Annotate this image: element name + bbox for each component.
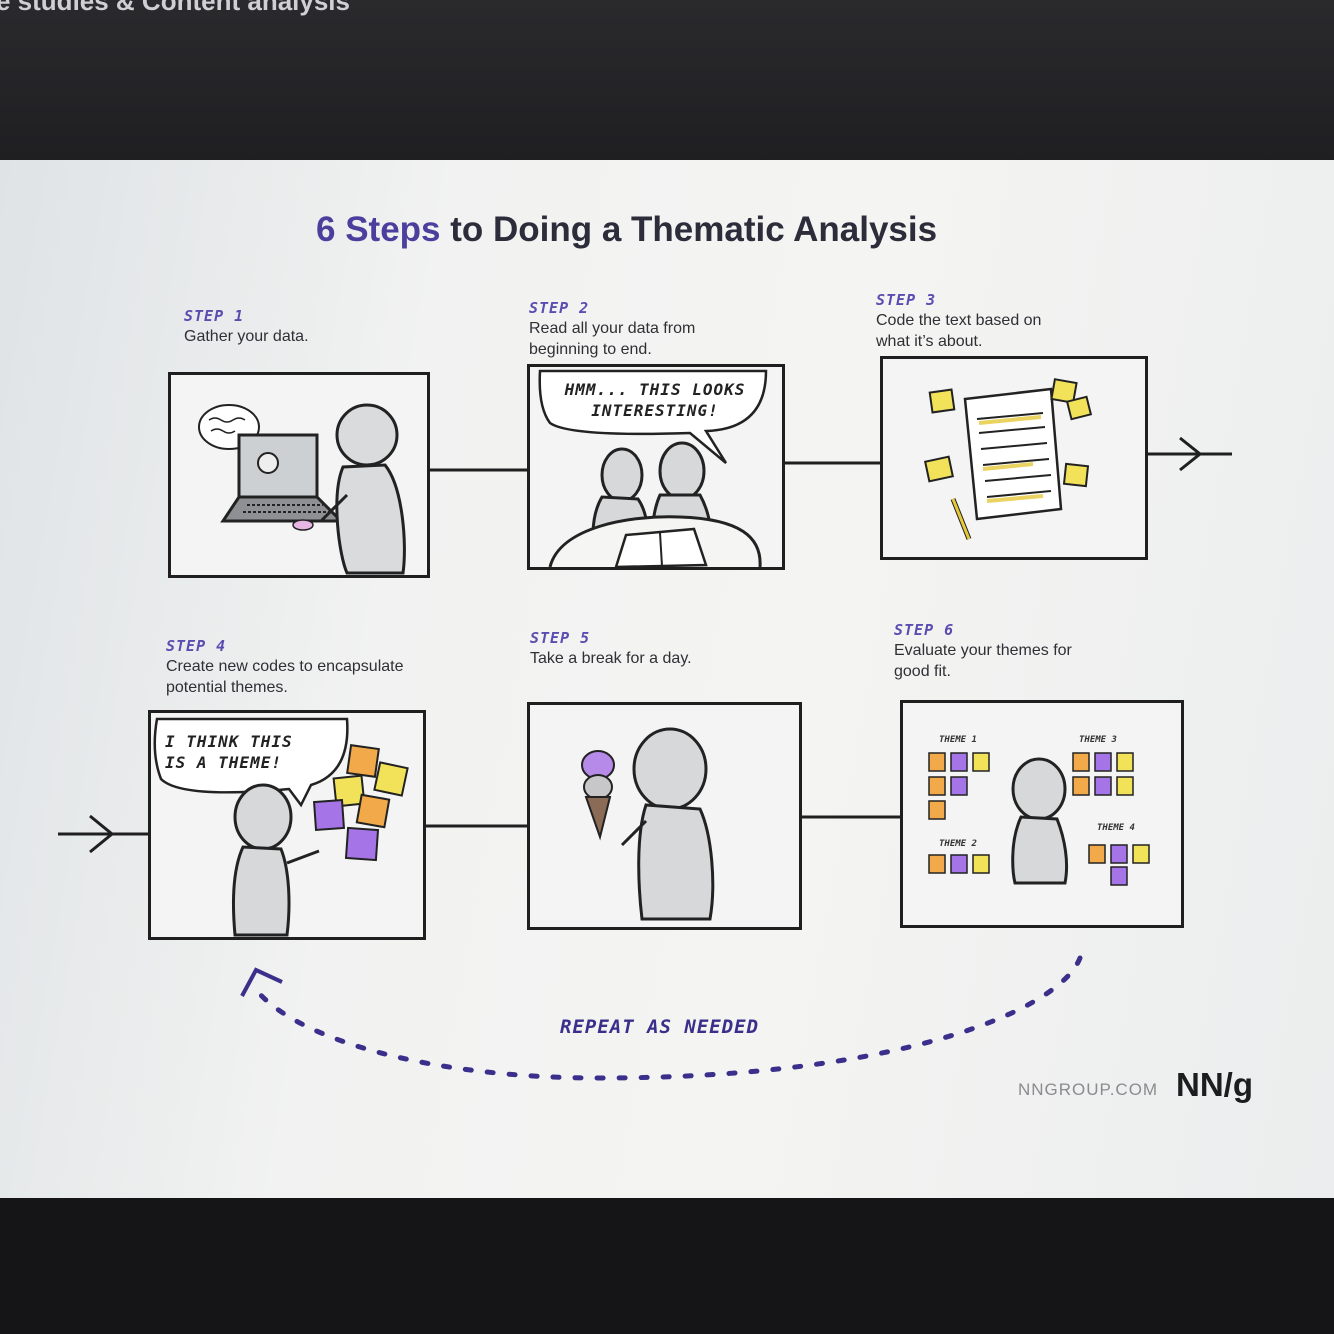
slide-title: 6 Steps to Doing a Thematic Analysis [316, 210, 937, 250]
theme-review-illustration [928, 752, 1150, 886]
step-3-desc: Code the text based on what it’s about. [876, 312, 1042, 350]
slide-background [0, 160, 1334, 1200]
step-2-caption: STEP 2 Read all your data from beginning… [529, 298, 729, 360]
theme-1-label: THEME 1 [939, 735, 977, 745]
reading-together-illustration [538, 369, 768, 567]
title-accent: 6 Steps [316, 210, 441, 249]
step-5-desc: Take a break for a day. [530, 650, 692, 667]
step-4-caption: STEP 4 Create new codes to encapsulate p… [166, 636, 456, 698]
step-5-label: STEP 5 [530, 629, 591, 647]
step-3-label: STEP 3 [876, 291, 937, 309]
arrowhead-out [1179, 436, 1203, 472]
theme-3-label: THEME 3 [1079, 735, 1117, 745]
step-3-panel [880, 356, 1148, 560]
theme-2-label: THEME 2 [939, 839, 977, 849]
step-5-caption: STEP 5 Take a break for a day. [530, 628, 750, 669]
step-4-speech-text: I THINK THIS IS A THEME! [165, 732, 293, 772]
step-6-label: STEP 6 [894, 621, 955, 639]
page-heading-fragment: e studies & Content analysis [0, 0, 350, 16]
title-rest: to Doing a Thematic Analysis [440, 210, 938, 249]
step-6-caption: STEP 6 Evaluate your themes for good fit… [894, 620, 1084, 682]
theme-discovery-illustration [153, 717, 409, 937]
arrowhead-in [89, 814, 115, 854]
step-1-caption: STEP 1 Gather your data. [184, 306, 484, 347]
step-3-caption: STEP 3 Code the text based on what it’s … [876, 290, 1046, 352]
loop-arrowhead [240, 967, 283, 997]
ice-cream-break-illustration [581, 727, 715, 921]
laptop-interview-illustration [198, 403, 406, 575]
step-1-panel [168, 372, 430, 578]
step-2-label: STEP 2 [529, 299, 590, 317]
repeat-loop-dashes [255, 955, 1083, 1081]
step-2-speech-text: HMM... THIS LOOKS INTERESTING! [564, 380, 746, 420]
nng-logo: NN/g [1176, 1066, 1253, 1103]
step-1-label: STEP 1 [184, 307, 245, 325]
step-5-panel [527, 702, 802, 930]
step-6-desc: Evaluate your themes for good fit. [894, 642, 1072, 680]
step-4-label: STEP 4 [166, 637, 227, 655]
browser-top-bar: e studies & Content analysis [0, 0, 1334, 160]
repeat-label: REPEAT AS NEEDED [560, 1016, 760, 1038]
step-6-panel: THEME 1 THEME 2 THEME 3 THEME 4 [900, 700, 1184, 928]
screen-bezel-bottom [0, 1198, 1334, 1334]
footer-site: NNGROUP.COM [1018, 1080, 1159, 1099]
theme-4-label: THEME 4 [1097, 823, 1135, 833]
step-4-desc: Create new codes to encapsulate potentia… [166, 658, 404, 696]
step-2-desc: Read all your data from beginning to end… [529, 320, 696, 358]
step-1-desc: Gather your data. [184, 328, 309, 345]
coded-document-illustration [923, 378, 1093, 540]
step-2-panel: HMM... THIS LOOKS INTERESTING! [527, 364, 785, 570]
step-4-panel: I THINK THIS IS A THEME! [148, 710, 426, 940]
